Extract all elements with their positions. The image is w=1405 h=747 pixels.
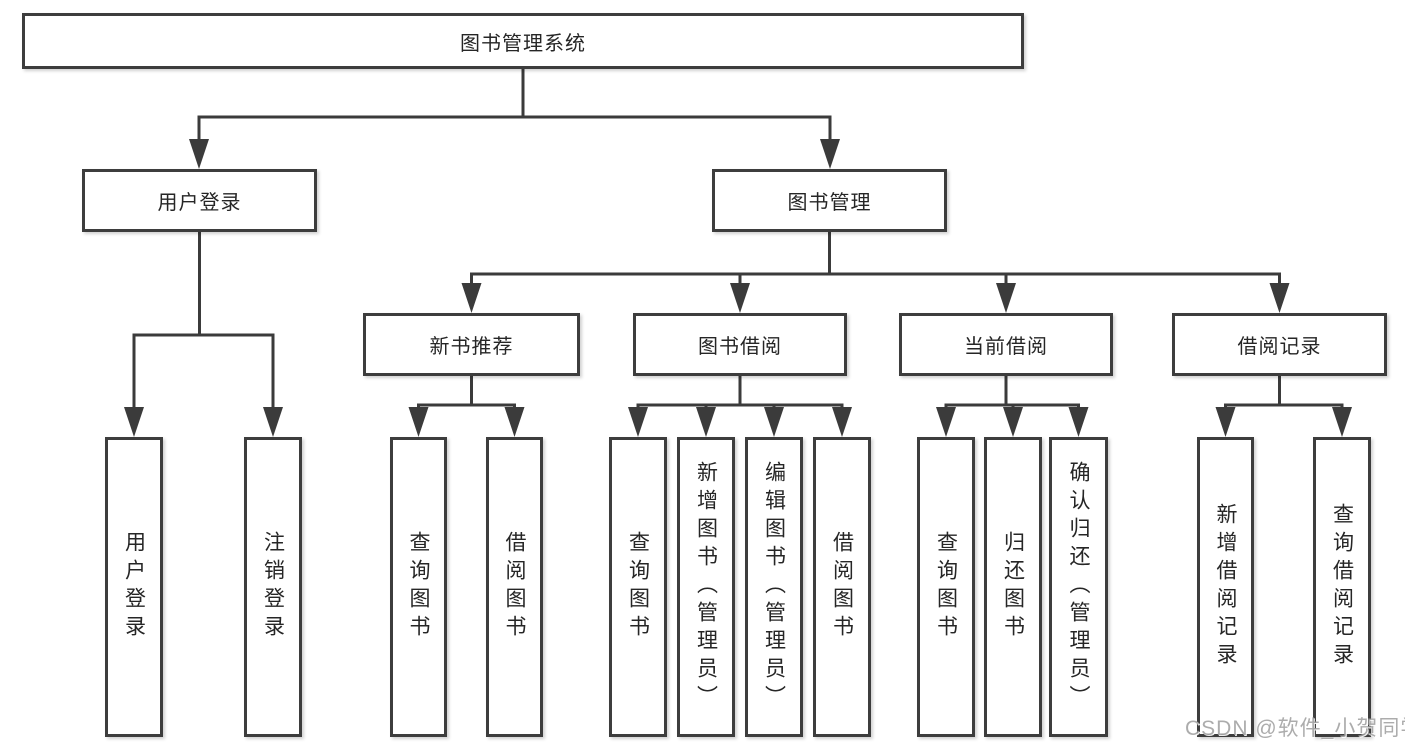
node-label: 当前借阅 [964,336,1048,358]
node-leaf-query-borrow-record: 查询借阅记录 [1313,437,1371,737]
node-label: 借阅记录 [1237,336,1322,358]
csdn-watermark: CSDN @软件_小贺同学 [1185,717,1405,740]
node-leaf-add-books-admin: 新增图书（管理员） [677,437,735,737]
node-label: 用户登录 [122,531,146,643]
node-label: 借阅图书 [503,531,526,643]
node-leaf-return-books: 归还图书 [984,437,1042,737]
arrowhead-icons [124,139,1352,437]
node-label: 查询图书 [407,531,430,643]
node-label: 新增借阅记录 [1214,503,1237,671]
node-leaf-edit-books-admin: 编辑图书（管理员） [745,437,803,737]
node-leaf-query-books-current: 查询图书 [917,437,975,737]
node-current-borrow: 当前借阅 [899,313,1113,376]
node-label: 查询图书 [934,531,958,643]
node-label: 查询图书 [626,531,650,643]
node-book-management: 图书管理 [712,169,947,232]
node-label: 用户登录 [157,192,242,214]
node-root: 图书管理系统 [22,13,1024,69]
node-label: 编辑图书（管理员） [762,461,786,713]
node-leaf-logout: 注销登录 [244,437,302,737]
node-leaf-query-books-borrow: 查询图书 [609,437,667,737]
node-label: 新书推荐 [429,336,514,358]
node-label: 借阅图书 [830,531,854,643]
node-leaf-borrow-books-recommend: 借阅图书 [486,437,543,737]
node-label: 图书管理 [787,192,872,214]
node-leaf-confirm-return-admin: 确认归还（管理员） [1049,437,1108,737]
node-label: 归还图书 [1001,531,1025,643]
node-user-login: 用户登录 [82,169,317,232]
node-label: 图书借阅 [698,336,782,358]
node-label: 新增图书（管理员） [694,461,718,713]
node-book-borrow: 图书借阅 [633,313,847,376]
node-borrow-records: 借阅记录 [1172,313,1387,376]
node-leaf-user-login: 用户登录 [105,437,163,737]
node-label: 查询借阅记录 [1330,503,1354,671]
node-label: 注销登录 [261,531,285,643]
node-new-book-recommend: 新书推荐 [363,313,580,376]
node-leaf-borrow-books: 借阅图书 [813,437,871,737]
node-leaf-add-borrow-record: 新增借阅记录 [1197,437,1254,737]
node-label: 确认归还（管理员） [1067,461,1090,713]
node-label: 图书管理系统 [460,32,586,55]
node-leaf-query-books-recommend: 查询图书 [390,437,447,737]
